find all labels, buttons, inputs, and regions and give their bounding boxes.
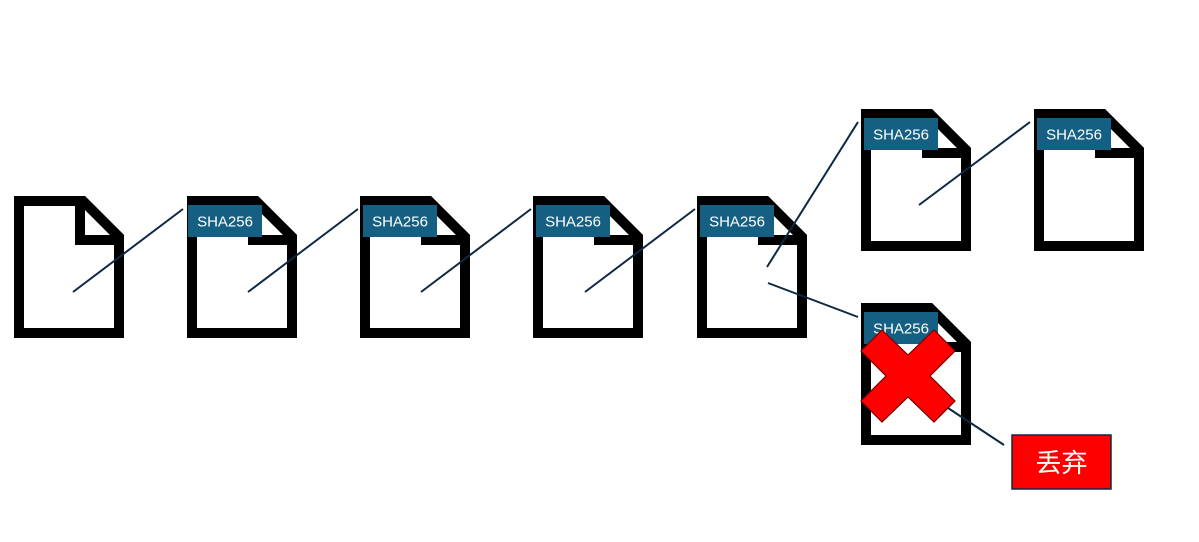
hash-label-text: SHA256 (873, 127, 929, 144)
hash-label-text: SHA256 (709, 214, 765, 231)
hash-link (767, 282, 859, 318)
hash-link (72, 208, 184, 293)
genesis-block (14, 196, 124, 338)
hash-label-text: SHA256 (873, 321, 929, 338)
hash-label-text: SHA256 (545, 214, 601, 231)
hash-label: SHA256 (188, 205, 262, 237)
hash-link (420, 208, 532, 293)
hash-label-text: SHA256 (1046, 127, 1102, 144)
hash-label: SHA256 (363, 205, 437, 237)
hash-link (918, 121, 1031, 206)
hash-link (584, 208, 696, 293)
hash-label-text: SHA256 (197, 214, 253, 231)
cross-icon (860, 329, 956, 423)
discard-label-text: 丢弃 (1035, 449, 1087, 479)
hash-label: SHA256 (536, 205, 610, 237)
hash-label: SHA256 (700, 205, 774, 237)
hash-link (247, 208, 359, 293)
hash-link (766, 121, 859, 268)
document-icon (14, 196, 124, 338)
hash-label-text: SHA256 (372, 214, 428, 231)
hash-links (72, 121, 1031, 318)
hash-label: SHA256 (1037, 118, 1111, 150)
discard-label: 丢弃 (1011, 434, 1112, 490)
hash-label: SHA256 (864, 118, 938, 150)
discard-connector (947, 407, 1005, 446)
